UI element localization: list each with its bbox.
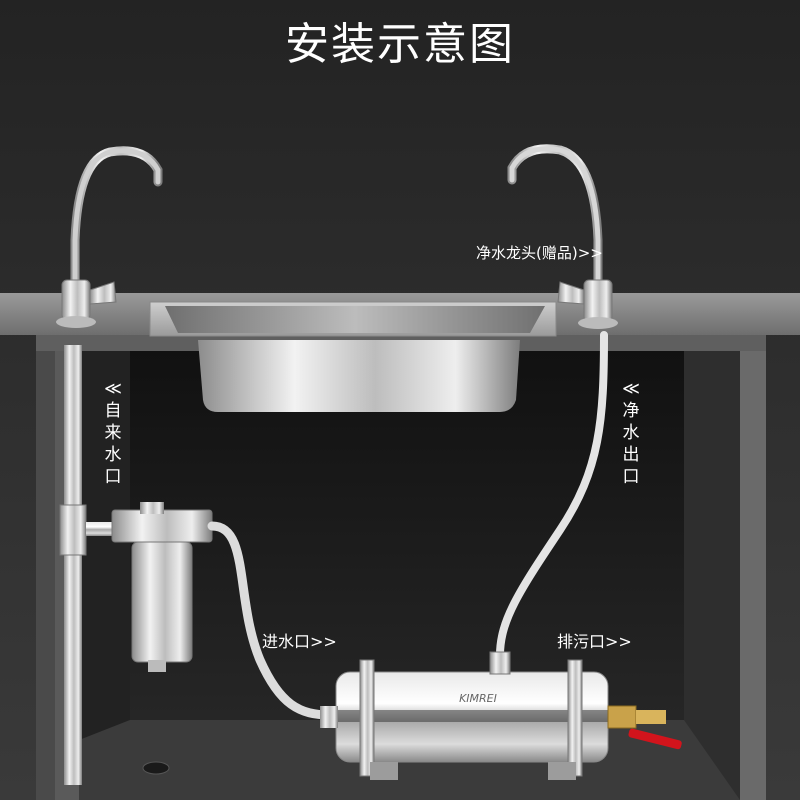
inlet-hose	[207, 521, 335, 720]
cabinet-inner-left	[79, 351, 130, 740]
cabinet-inner-right	[684, 351, 740, 800]
filter-foot-left	[370, 762, 398, 780]
right-faucet-spout-highlight	[509, 146, 601, 308]
left-faucet-spout-highlight	[72, 148, 161, 303]
cabinet-right-panel	[740, 351, 766, 800]
faucet-gift-label: 净水龙头(赠品)>>	[476, 244, 603, 262]
filter-reflection-band	[336, 710, 608, 722]
left-faucet-base	[56, 316, 96, 328]
water-inlet-label: 进水口>>	[262, 632, 337, 651]
floor-drain-hole	[142, 761, 170, 775]
pure-water-outlet-label: ≪净水出口	[622, 379, 640, 487]
right-faucet-base	[578, 317, 618, 329]
filter-clamp-right	[567, 659, 583, 777]
filter-foot-right	[548, 762, 576, 780]
tap-water-inlet-label: ≪自来水口	[104, 379, 122, 487]
prefilter-drain-plug	[148, 660, 166, 672]
filter-outlet-port	[489, 651, 511, 675]
pipe-tee-fitting	[59, 504, 87, 556]
cabinet-interior	[130, 351, 684, 720]
left-faucet-handle	[89, 281, 117, 305]
valve-handle	[628, 728, 682, 750]
sink-bowl	[198, 340, 520, 412]
right-faucet-body	[583, 279, 613, 323]
filter-inlet-port	[320, 706, 338, 728]
drain-nozzle	[636, 710, 666, 724]
prefilter-top-cap	[140, 502, 164, 514]
page-title: 安装示意图	[285, 19, 515, 70]
outlet-hose	[496, 331, 608, 659]
brand-logo: KIMREI	[459, 692, 497, 705]
tap-water-pipe	[64, 345, 82, 785]
sink-basin-inner	[165, 306, 545, 333]
drain-outlet-label: 排污口>>	[557, 632, 632, 651]
left-faucet-body	[61, 279, 91, 321]
filter-clamp-left	[359, 659, 375, 777]
prefilter-head	[111, 509, 213, 543]
brass-drain-fitting	[607, 705, 637, 729]
prefilter-housing	[131, 541, 193, 663]
right-faucet-handle	[557, 281, 585, 305]
